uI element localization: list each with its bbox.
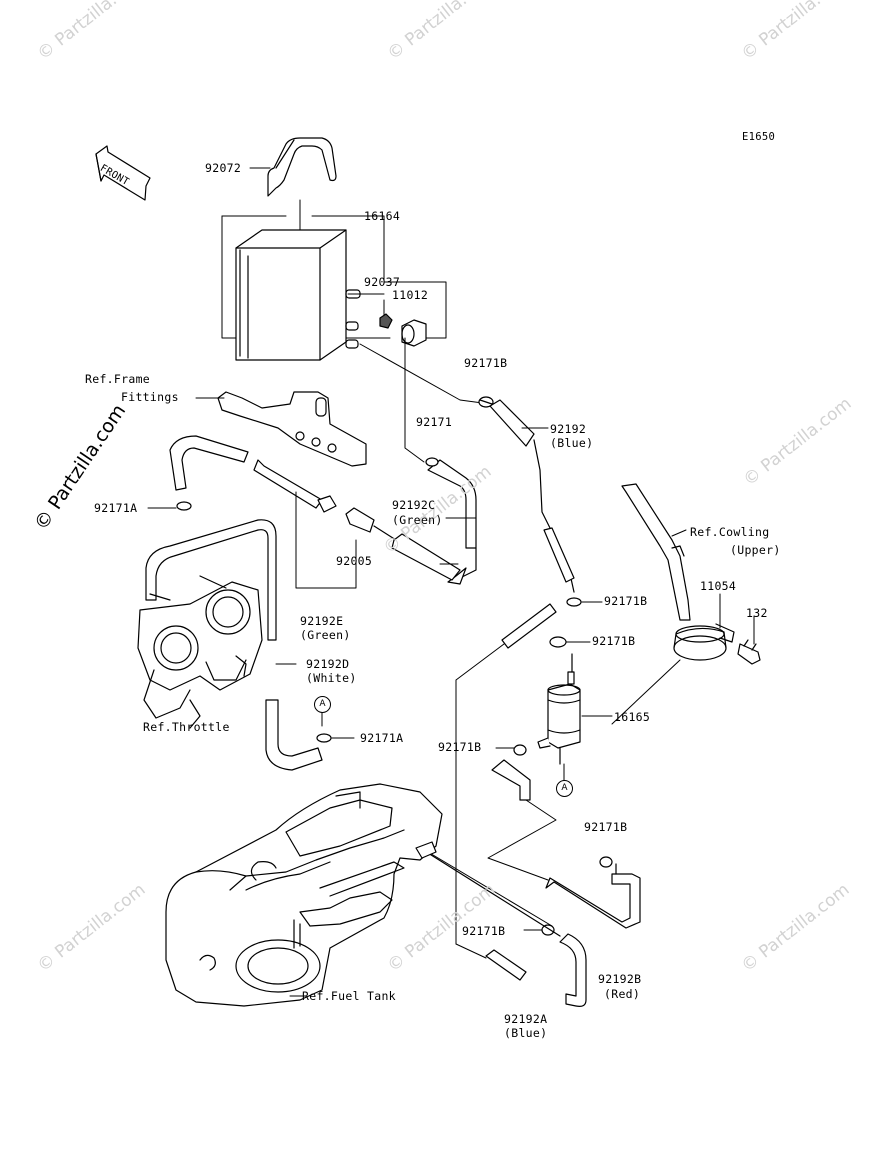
clamp-92171b-mid [495, 744, 527, 756]
connector-a-throttle: A [314, 696, 331, 713]
front-arrow-icon [95, 145, 151, 201]
bolt-132 [737, 615, 761, 665]
label-92192b: 92192B [598, 972, 642, 986]
ref-cowling-line2: (Upper) [730, 543, 781, 557]
label-92192e-color: (Green) [300, 628, 351, 642]
label-92037: 92037 [364, 275, 401, 289]
label-92192e: 92192E [300, 614, 344, 628]
label-92192: 92192 [550, 422, 587, 436]
label-92072: 92072 [205, 161, 242, 175]
canister-16164 [235, 229, 361, 361]
label-92192a: 92192A [504, 1012, 548, 1026]
throttle-body [137, 575, 263, 729]
label-92171b-r3: 92171B [584, 820, 628, 834]
label-92192b-color: (Red) [604, 987, 641, 1001]
label-92171a-bottom: 92171A [360, 731, 404, 745]
clamp-92171a-left [176, 501, 192, 511]
label-92171b-r1: 92171B [604, 594, 648, 608]
diagram-code: E1650 [742, 131, 776, 143]
ref-throttle: Ref.Throttle [143, 720, 230, 734]
ref-frame-line1: Ref.Frame [85, 372, 151, 386]
ref-fuel-tank: Ref.Fuel Tank [302, 989, 396, 1003]
label-92171b-mid: 92171B [438, 740, 482, 754]
canister-strap [267, 137, 337, 197]
ref-cowling-line1: Ref.Cowling [690, 525, 770, 539]
label-92192a-color: (Blue) [504, 1026, 548, 1040]
clamp-92171b-top [478, 396, 494, 408]
label-92171b-top: 92171B [464, 356, 508, 370]
tube-92005 [253, 459, 461, 581]
fuel-tank [165, 783, 443, 1007]
hose-92192d-white [145, 519, 323, 771]
label-16165: 16165 [614, 710, 651, 724]
label-132: 132 [746, 606, 768, 620]
label-92171a-left: 92171A [94, 501, 138, 515]
fuel-filter-16165 [537, 671, 613, 765]
clamp-11054 [673, 593, 735, 661]
label-92192c: 92192C [392, 498, 436, 512]
label-92192c-color: (Green) [392, 513, 443, 527]
clamp-92171b-r2 [549, 636, 591, 648]
hose-92192a-blue [455, 933, 587, 1007]
clip-92037 [379, 313, 393, 329]
frame-fitting-bracket [195, 391, 367, 467]
hose-92192e-green [169, 435, 357, 589]
clamp-92171b-r1 [566, 597, 603, 607]
ref-frame-line2: Fittings [121, 390, 179, 404]
label-92005: 92005 [336, 554, 373, 568]
hose-right-upper [455, 603, 573, 945]
label-92171: 92171 [416, 415, 453, 429]
label-11012: 11012 [392, 288, 429, 302]
label-92192d: 92192D [306, 657, 350, 671]
label-92192d-color: (White) [306, 671, 357, 685]
hose-92192b-red [487, 759, 641, 929]
label-92171b-low: 92171B [462, 924, 506, 938]
cowling-bracket [621, 483, 691, 621]
label-92171b-r2: 92171B [592, 634, 636, 648]
clamp-92171b-low [523, 924, 555, 936]
label-16164: 16164 [364, 209, 401, 223]
cap-11012 [401, 319, 427, 347]
connector-a-filter: A [556, 780, 573, 797]
clamp-92171b-r3 [599, 856, 613, 868]
label-11054: 11054 [700, 579, 737, 593]
clamp-92171a-bottom [316, 733, 355, 743]
hose-92192-blue [489, 399, 575, 593]
label-92192-color: (Blue) [550, 436, 594, 450]
